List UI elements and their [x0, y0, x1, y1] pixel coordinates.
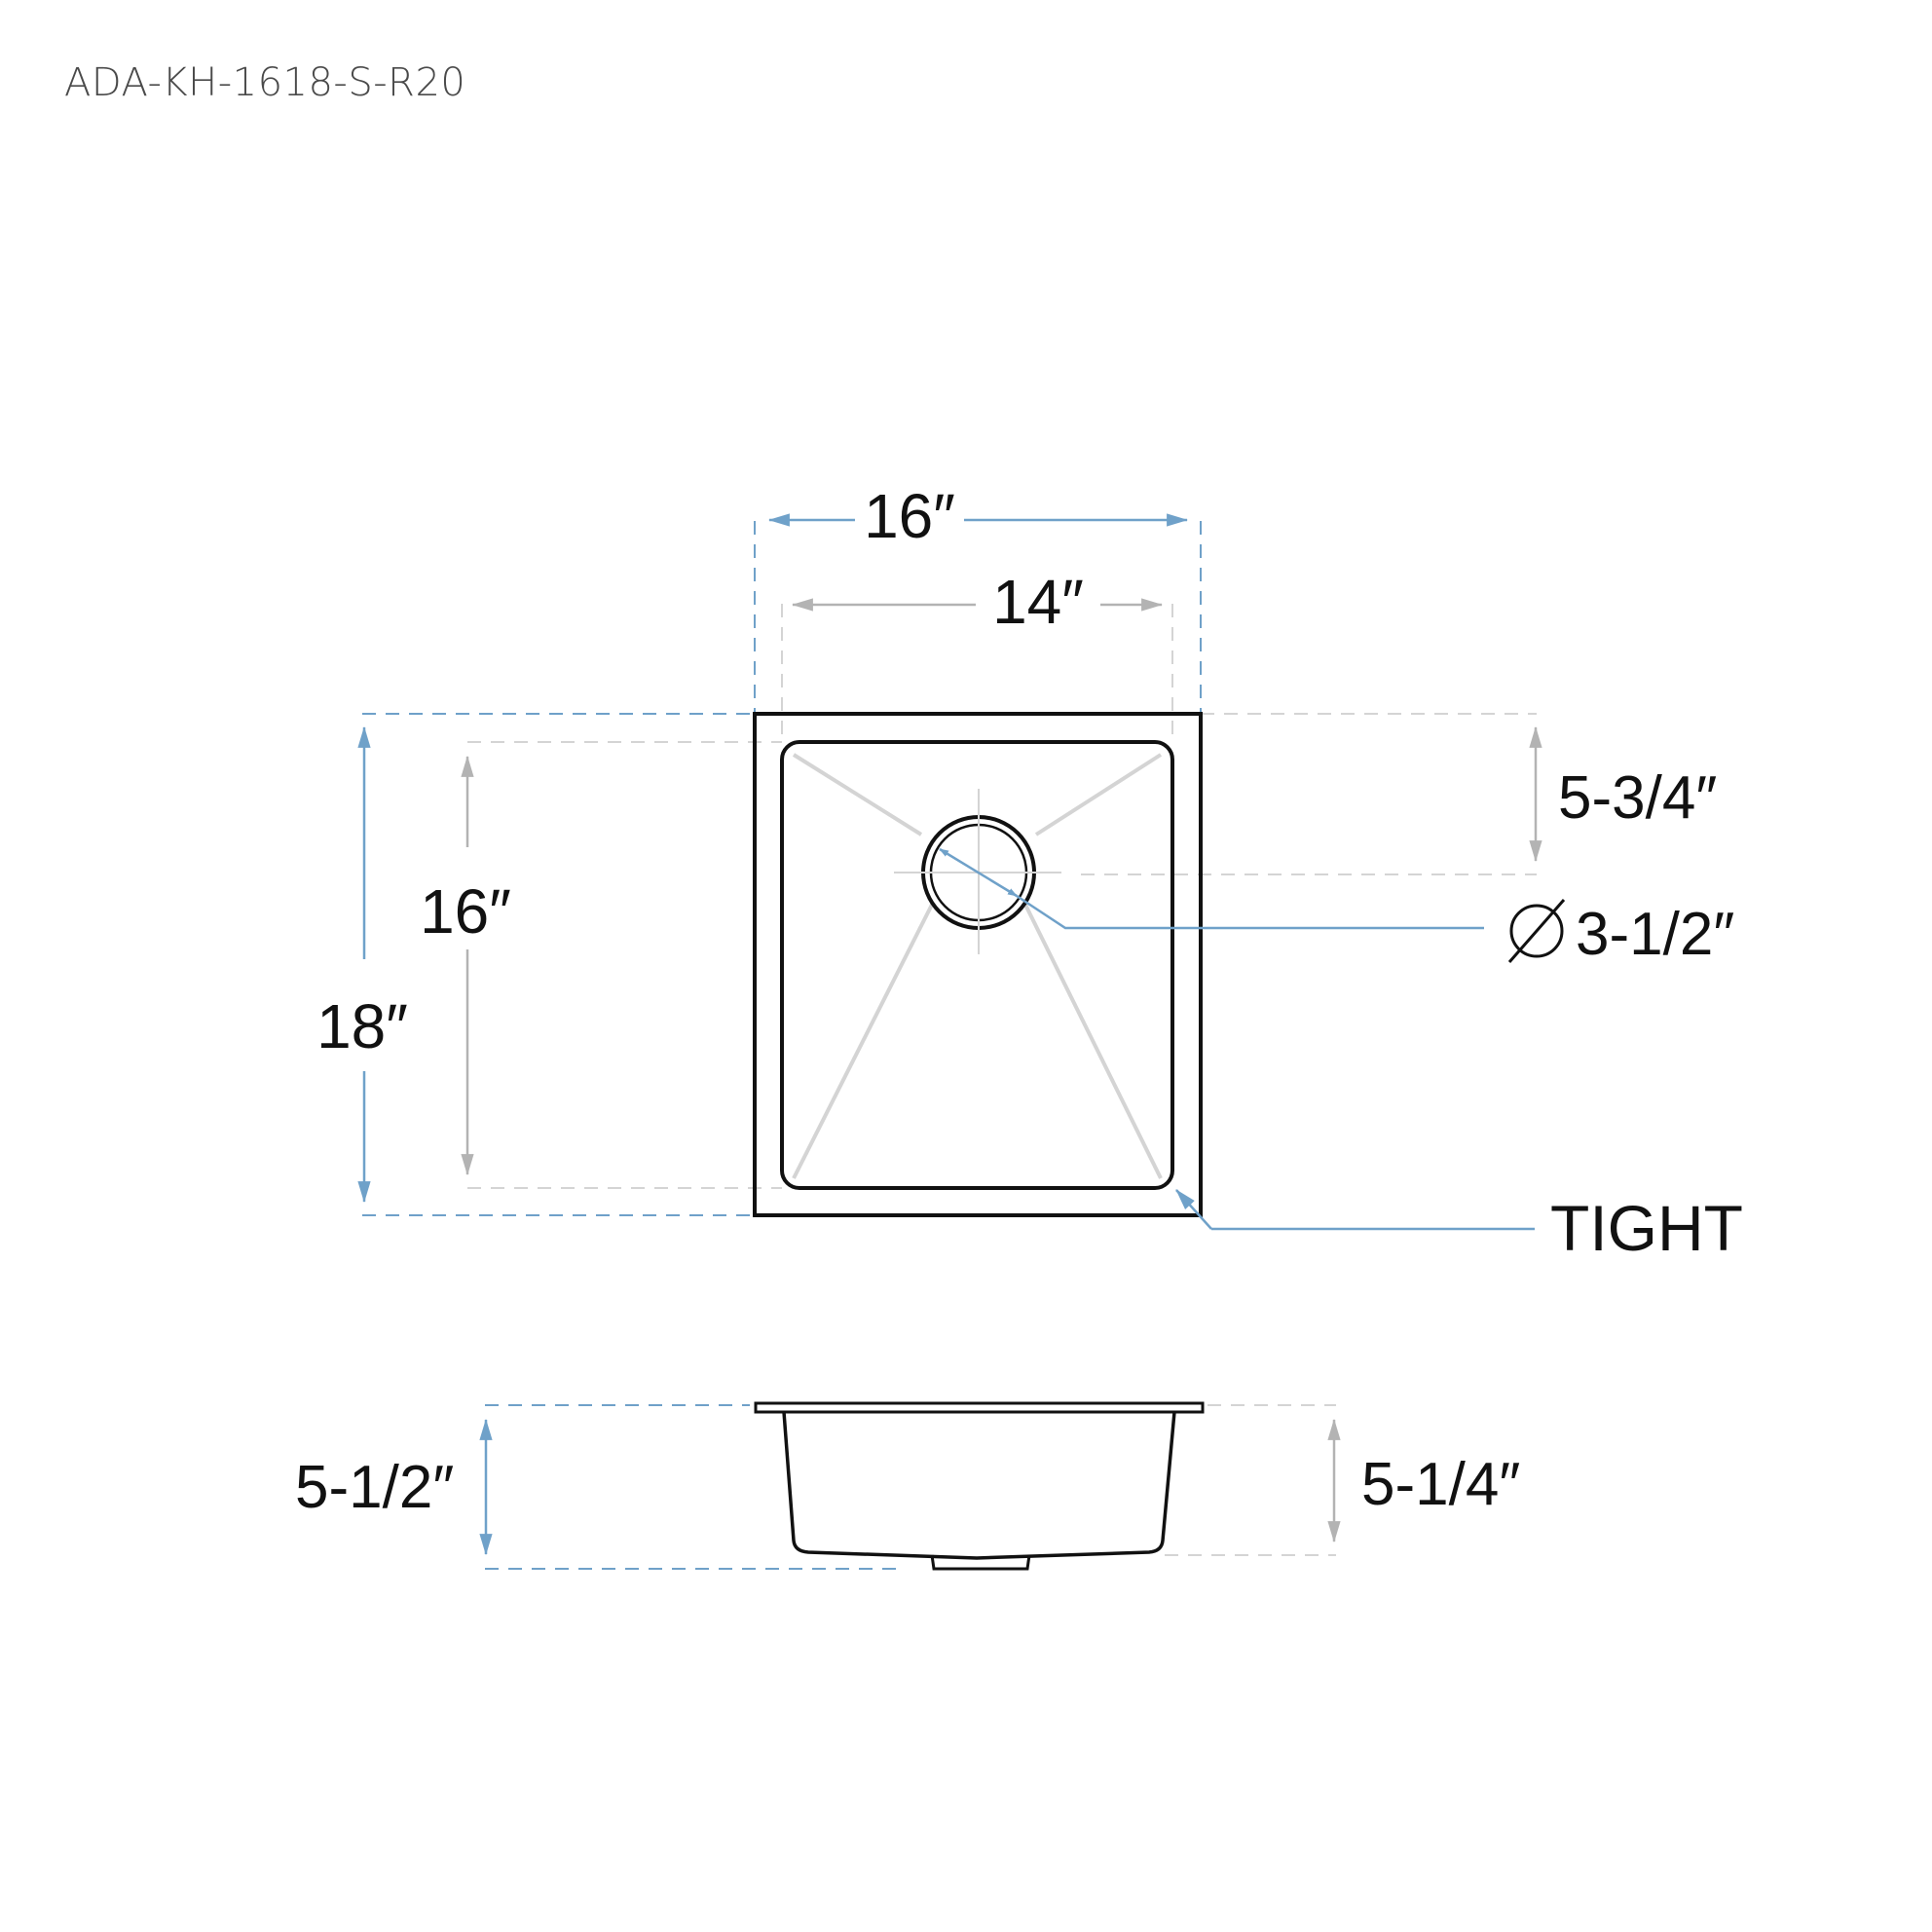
extension-lines	[362, 521, 1537, 1216]
bowl-depth-dimension: 5-1/4″	[1327, 1418, 1520, 1543]
sink-outer-rim	[753, 712, 1203, 1217]
overall-width-label: 16″	[864, 481, 955, 551]
bowl-depth-label: 5-1/4″	[1361, 1451, 1520, 1518]
side-extension-lines	[485, 1404, 1336, 1570]
bowl-slope-lines	[792, 753, 1163, 1179]
corner-radius-callout: TIGHT	[1175, 1189, 1743, 1264]
diameter-icon	[1507, 899, 1566, 963]
overall-height-dimension: 5-1/2″	[295, 1418, 493, 1556]
side-view: 5-1/2″ 5-1/4″	[295, 1401, 1520, 1571]
overall-depth-label: 18″	[316, 991, 408, 1061]
inner-depth-dimension: 16″	[420, 755, 511, 1176]
inner-depth-label: 16″	[420, 876, 511, 947]
top-view: 16″ 14″ 18″ 16″ 5-3/4″	[316, 481, 1743, 1264]
side-bowl-body	[782, 1411, 1176, 1560]
model-number-title: ADA-KH-1618-S-R20	[64, 60, 466, 105]
overall-width-dimension: 16″	[767, 481, 1189, 551]
inner-width-label: 14″	[992, 567, 1084, 637]
side-drain-body	[930, 1554, 1031, 1571]
drain-diameter-callout: 3-1/2″	[939, 847, 1734, 968]
overall-depth-dimension: 18″	[316, 725, 408, 1204]
sink-inner-bowl	[780, 740, 1174, 1190]
corner-radius-label: TIGHT	[1550, 1192, 1743, 1264]
overall-height-label: 5-1/2″	[295, 1454, 454, 1521]
inner-width-dimension: 14″	[791, 567, 1164, 637]
drain-diameter-label: 3-1/2″	[1576, 901, 1734, 968]
drain-offset-label: 5-3/4″	[1558, 764, 1717, 832]
drain-offset-dimension: 5-3/4″	[1529, 725, 1717, 863]
side-rim-flange	[754, 1401, 1205, 1414]
